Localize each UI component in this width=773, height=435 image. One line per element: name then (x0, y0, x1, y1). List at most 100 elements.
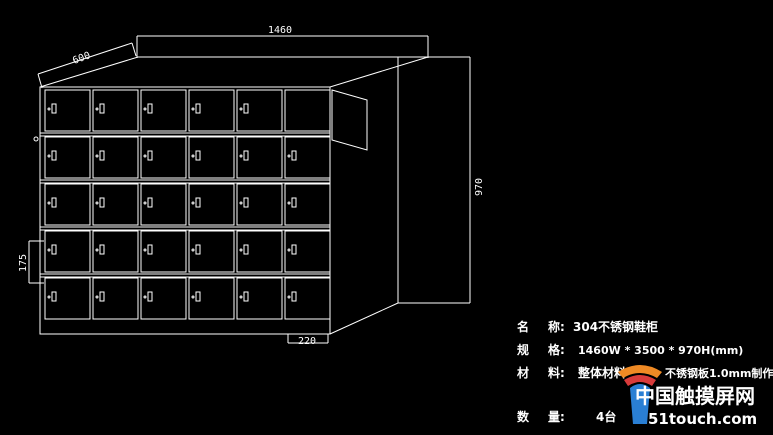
spec-quantity-label: 数 (517, 409, 530, 424)
cabinet-right-side (329, 57, 399, 335)
lock-icon (51, 244, 57, 255)
lock-icon (243, 103, 249, 114)
lock-icon (195, 291, 201, 302)
keyhole-icon (287, 154, 291, 158)
lock-icon (99, 103, 105, 114)
keyhole-icon (47, 154, 51, 158)
keyhole-icon (47, 107, 51, 111)
locker-grid (40, 89, 331, 320)
lock-icon (195, 197, 201, 208)
locker-door (188, 277, 235, 320)
keyhole-icon (47, 295, 51, 299)
keyhole-icon (143, 248, 147, 252)
door-dimension: 220 (287, 334, 329, 347)
locker-door (92, 136, 139, 179)
keyhole-icon (47, 201, 51, 205)
lock-icon (291, 291, 297, 302)
lock-icon (51, 103, 57, 114)
depth-dim-line (37, 42, 133, 75)
lock-icon (243, 244, 249, 255)
keyhole-icon (143, 201, 147, 205)
locker-door (44, 183, 91, 226)
locker-door (236, 230, 283, 273)
lock-icon (99, 197, 105, 208)
width-dim-label: 1460 (268, 25, 292, 36)
keyhole-icon (143, 295, 147, 299)
keyhole-icon (95, 201, 99, 205)
watermark: 中国触摸屏网 51touch.com (618, 365, 757, 428)
row-dimension: 175 (18, 240, 44, 284)
locker-door (140, 277, 187, 320)
keyhole-icon (239, 201, 243, 205)
keyhole-icon (95, 107, 99, 111)
spec-size-label: 规 (517, 342, 529, 357)
height-dimension: 970 (398, 56, 485, 304)
keyhole-icon (95, 248, 99, 252)
locker-door (92, 230, 139, 273)
keyhole-icon (47, 248, 51, 252)
logo-blue-drop-icon (630, 384, 650, 424)
spec-name-label: 名 (517, 319, 529, 334)
spec-material-value-a: 整体材料 (577, 365, 626, 380)
lock-icon (291, 197, 297, 208)
lock-icon (147, 244, 153, 255)
keyhole-icon (95, 154, 99, 158)
spec-name-label2: 称: (548, 319, 565, 334)
spec-name-value: 304不锈钢鞋柜 (573, 319, 658, 334)
lock-icon (99, 291, 105, 302)
lock-icon (99, 244, 105, 255)
row-dim-label: 175 (18, 254, 29, 272)
lock-icon (195, 150, 201, 161)
cabinet-top-face (39, 56, 429, 88)
lock-icon (243, 291, 249, 302)
side-handle-icon (33, 136, 39, 142)
locker-door (284, 230, 331, 273)
depth-dimension: 600 (37, 42, 137, 89)
door-dim-label: 220 (298, 336, 316, 347)
spec-material-label: 材 (516, 365, 529, 380)
locker-door (236, 89, 283, 132)
lock-icon (147, 291, 153, 302)
lock-icon (147, 103, 153, 114)
locker-door (92, 277, 139, 320)
keyhole-icon (287, 248, 291, 252)
cabinet-front-frame (39, 86, 331, 335)
depth-dim-label: 600 (71, 50, 92, 67)
keyhole-icon (191, 295, 195, 299)
locker-door (284, 136, 331, 179)
keyhole-icon (239, 295, 243, 299)
keyhole-icon (239, 248, 243, 252)
locker-door (140, 89, 187, 132)
spec-size-value: 1460W * 3500 * 970H(mm) (578, 344, 743, 357)
locker-door (44, 89, 91, 132)
lock-icon (147, 197, 153, 208)
locker-door (188, 183, 235, 226)
width-dimension: 1460 (136, 25, 429, 58)
locker-door (284, 277, 331, 320)
keyhole-icon (191, 201, 195, 205)
locker-door (236, 136, 283, 179)
locker-door (188, 230, 235, 273)
open-door-panel (331, 89, 368, 151)
locker-door (188, 89, 235, 132)
watermark-url: 51touch.com (648, 410, 757, 428)
keyhole-icon (143, 107, 147, 111)
locker-door (140, 136, 187, 179)
height-dim-label: 970 (474, 178, 485, 196)
keyhole-icon (95, 295, 99, 299)
keyhole-icon (191, 154, 195, 158)
keyhole-icon (287, 295, 291, 299)
lock-icon (291, 244, 297, 255)
lock-icon (51, 291, 57, 302)
locker-door (236, 183, 283, 226)
spec-quantity-label2: 量: (548, 410, 565, 424)
lock-icon (195, 244, 201, 255)
lock-icon (99, 150, 105, 161)
spec-size-label2: 格: (548, 342, 565, 357)
locker-door (92, 89, 139, 132)
locker-door (44, 277, 91, 320)
locker-door (284, 183, 331, 226)
lock-icon (243, 150, 249, 161)
